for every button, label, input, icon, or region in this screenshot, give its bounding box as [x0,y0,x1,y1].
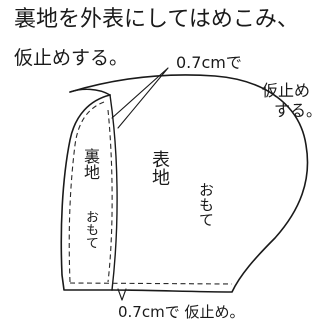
bottom-stitch [69,282,233,285]
lining-top-fold [69,88,111,96]
lining-stitch-outer [68,101,105,283]
callout-top-leader [111,67,169,129]
callout-bottom-leader [117,288,127,301]
lining-outline [60,94,113,291]
outer-front-edge [109,94,118,291]
lining-side-label: おもて [83,210,98,249]
callout-top-measure: 0.7cmで [176,53,242,72]
callout-top-note-1: 仮止め [262,81,311,100]
instruction-line-2: 仮止めする。 [14,47,129,69]
callout-bottom-text: 0.7cmで 仮止め。 [118,303,245,321]
outer-fabric-outline [69,74,309,293]
lining-stitch-inner [107,109,113,283]
lining-label: 裏地 [81,148,100,180]
instruction-line-1: 裏地を外表にしてはめこみ、 [14,7,299,32]
callout-top-note-2: する。 [274,101,323,120]
outer-side-label: おもて [197,182,215,227]
outer-label: 表地 [149,150,170,186]
